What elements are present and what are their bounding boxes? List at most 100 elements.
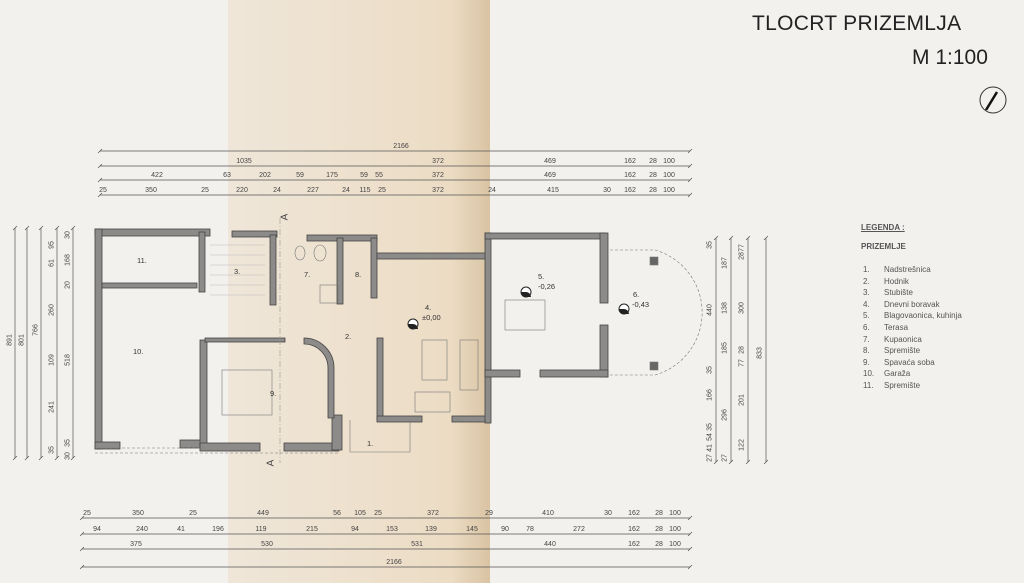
dimension-label: 94 — [93, 526, 101, 533]
dimension-label: 77 — [738, 244, 746, 252]
dimension-line — [24, 225, 30, 231]
dimension-label: 59 — [360, 172, 368, 179]
dimension-line — [687, 515, 693, 521]
legend-item-name: Spremište — [884, 381, 921, 390]
dimension-label: 375 — [130, 541, 142, 548]
dimension-label: 162 — [624, 187, 636, 194]
dimension-label: 25 — [378, 187, 386, 194]
dimension-label: 296 — [721, 409, 729, 421]
legend-item-number: 9. — [863, 357, 870, 367]
dimension-line — [728, 235, 734, 241]
legend-item-name: Spavaća soba — [884, 357, 935, 367]
legend-item-number: 10. — [863, 369, 875, 379]
dimension-label: 272 — [573, 526, 585, 533]
dimension-line — [763, 235, 769, 241]
dimension-label: 115 — [359, 187, 371, 194]
legend-item-name: Blagovaonica, kuhinja — [884, 311, 962, 321]
dimension-label: 100 — [669, 526, 681, 533]
dimension-line — [54, 225, 60, 231]
room-level-6: -0,43 — [632, 300, 650, 309]
room-label-9: 9. — [270, 389, 277, 398]
legend-floor: PRIZEMLJE — [861, 242, 906, 251]
dimension-label: 28 — [655, 526, 663, 533]
dimension-label: 469 — [544, 172, 556, 179]
section-marker-top: A — [279, 213, 291, 221]
dimension-label: 139 — [425, 526, 437, 533]
dimension-line — [12, 455, 18, 461]
dimension-line — [79, 531, 85, 537]
dimension-label: 185 — [721, 342, 729, 354]
dimension-label: 100 — [663, 187, 675, 194]
dimension-label: 105 — [354, 510, 366, 517]
dimension-label: 241 — [48, 401, 56, 413]
dimension-label: 29 — [485, 510, 493, 517]
dimension-label: 25 — [374, 510, 382, 517]
dimension-label: 240 — [136, 526, 148, 533]
dimension-line — [687, 163, 693, 169]
dimension-label: 2166 — [386, 559, 402, 566]
level-markers — [407, 286, 630, 330]
furniture-and-details — [95, 218, 703, 463]
dimension-label: 300 — [738, 302, 746, 314]
dimension-label: 35 — [706, 366, 714, 374]
legend-item-number: 5. — [863, 311, 870, 321]
dimension-label: 153 — [386, 526, 398, 533]
dimension-line — [79, 546, 85, 552]
dimension-label: 168 — [64, 254, 72, 266]
room-label-2: 2. — [345, 332, 352, 341]
dimension-label: 28 — [649, 187, 657, 194]
room-label-1: 1. — [367, 439, 374, 448]
dimension-label: 220 — [236, 187, 248, 194]
dimension-label: 109 — [48, 354, 56, 366]
dimension-label: 162 — [628, 526, 640, 533]
dimension-label: 95 — [48, 241, 56, 249]
dimension-line — [70, 455, 76, 461]
dimension-label: 2166 — [393, 143, 409, 150]
dimension-label: 440 — [544, 541, 556, 548]
legend-item-name: Garaža — [884, 369, 911, 379]
dimension-line — [38, 455, 44, 461]
dimension-label: 766 — [32, 324, 40, 336]
legend-item-name: Dnevni boravak — [884, 299, 940, 309]
legend-item-number: 6. — [863, 323, 870, 332]
dimension-label: 28 — [655, 510, 663, 517]
dimension-line — [687, 564, 693, 570]
dimension-label: 119 — [255, 526, 267, 533]
dimension-label: 166 — [706, 389, 714, 401]
dimension-label: 100 — [669, 510, 681, 517]
dimension-label: 196 — [212, 526, 224, 533]
dimension-label: 20 — [64, 281, 72, 289]
dimension-line — [763, 459, 769, 465]
north-arrow-icon — [979, 86, 1007, 114]
dimension-label: 422 — [151, 172, 163, 179]
dimension-label: 28 — [738, 346, 746, 354]
dimension-label: 187 — [721, 257, 729, 269]
dimension-label: 24 — [488, 187, 496, 194]
dimension-label: 410 — [542, 510, 554, 517]
dimension-label: 415 — [547, 187, 559, 194]
dimension-label: 25 — [99, 187, 107, 194]
dimension-label: 24 — [342, 187, 350, 194]
dimension-label: 372 — [432, 172, 444, 179]
dimension-label: 202 — [259, 172, 271, 179]
room-label-10: 10. — [133, 347, 144, 356]
dimension-label: 372 — [432, 187, 444, 194]
dimension-line — [24, 455, 30, 461]
dimension-line — [713, 235, 719, 241]
room-label-11: 11. — [137, 256, 147, 265]
legend-item-number: 1. — [863, 265, 870, 274]
dimension-line — [97, 148, 103, 154]
dimension-label: 25 — [83, 510, 91, 517]
dimension-label: 25 — [201, 187, 209, 194]
dimension-label: 41 — [177, 526, 185, 533]
dimension-label: 469 — [544, 158, 556, 165]
dimension-label: 518 — [64, 354, 72, 366]
dimension-label: 350 — [132, 510, 144, 517]
dimension-label: 35 — [64, 439, 72, 447]
dimension-label: 30 — [64, 231, 72, 239]
dimension-label: 24 — [273, 187, 281, 194]
dimension-line — [79, 564, 85, 570]
dimension-line — [70, 225, 76, 231]
dimension-label: 78 — [526, 526, 534, 533]
